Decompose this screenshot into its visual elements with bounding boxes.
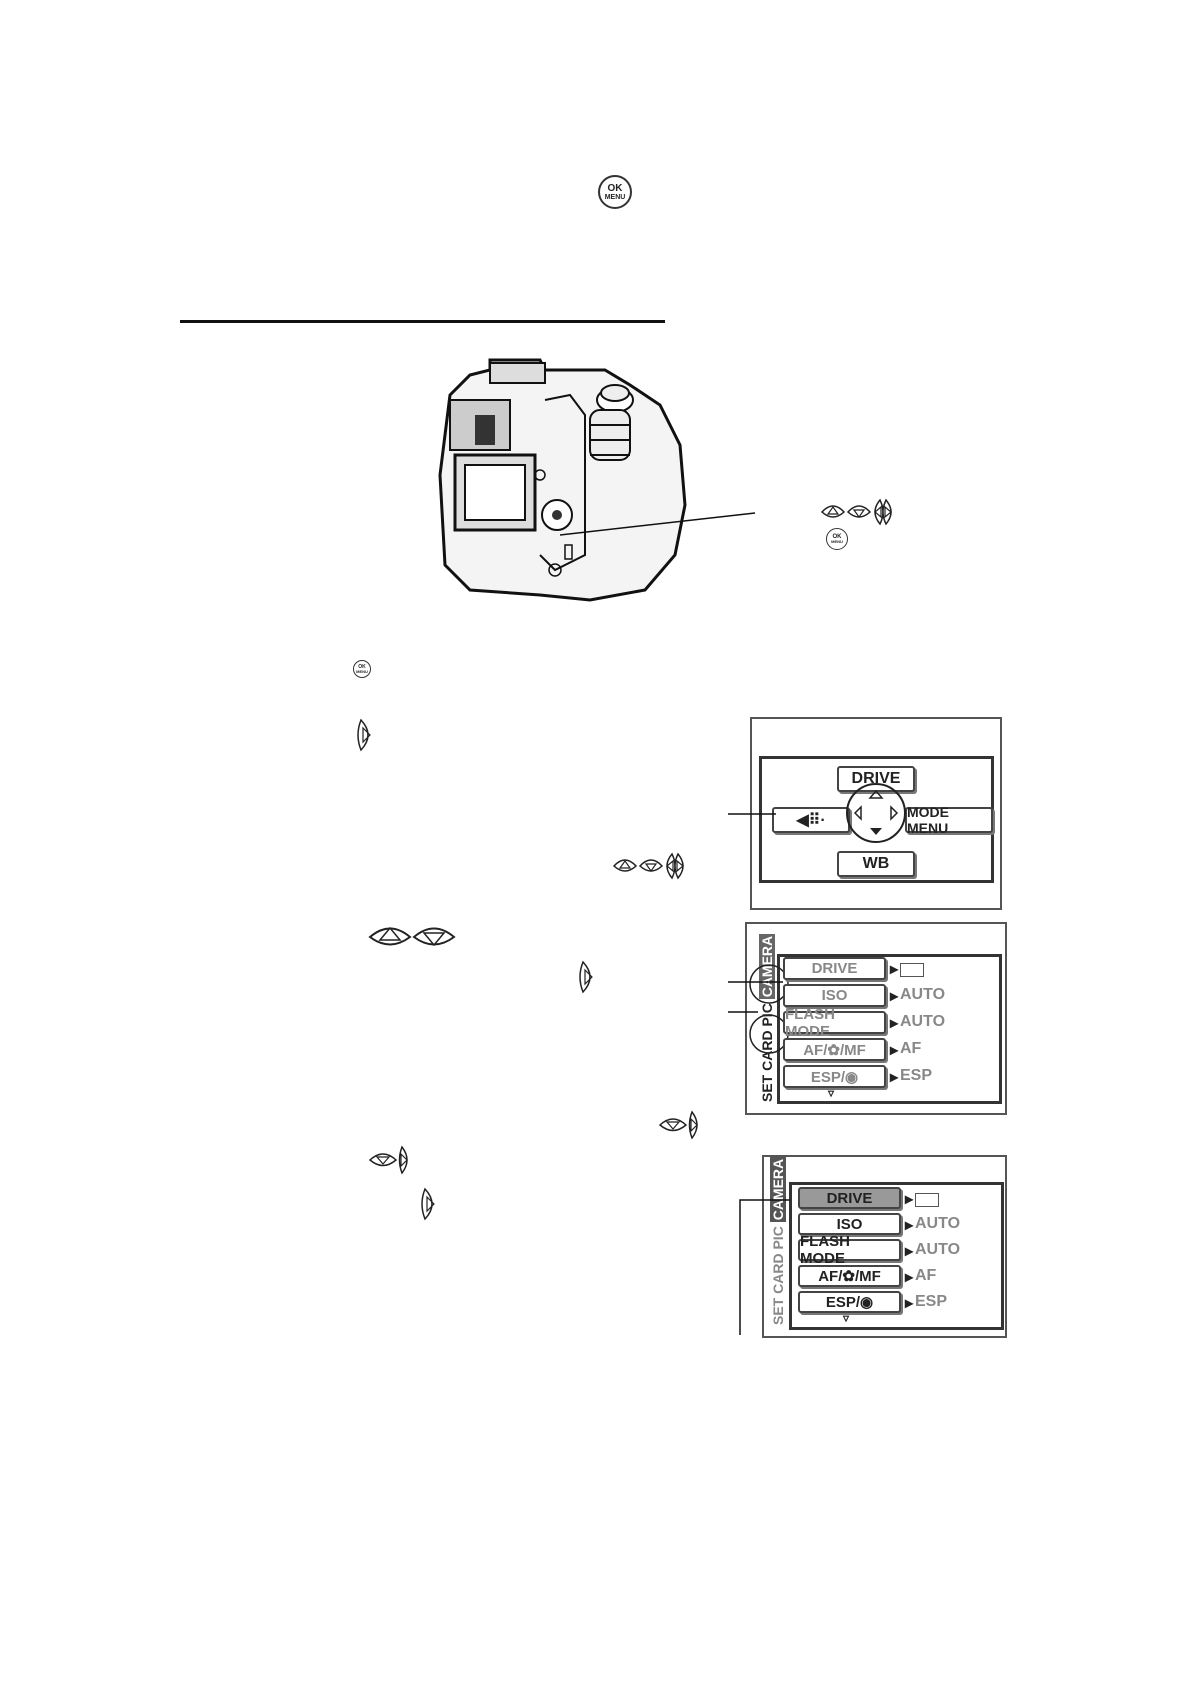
value-arrow-icon: ▸ <box>890 1042 899 1059</box>
menu-item-0[interactable]: DRIVE <box>798 1187 901 1209</box>
menu-value-1: AUTO <box>900 986 946 1003</box>
menu-item-4[interactable]: ESP/◉ <box>783 1065 886 1088</box>
menu-value-1: AUTO <box>915 1215 961 1232</box>
menu-value-4: ESP <box>915 1293 948 1310</box>
single-frame-icon <box>915 1193 939 1207</box>
menu-item-2[interactable]: FLASH MODE <box>783 1006 886 1040</box>
value-arrow-icon: ▸ <box>905 1217 914 1234</box>
single-frame-icon <box>900 963 924 977</box>
menu-item-2[interactable]: FLASH MODE <box>798 1233 901 1267</box>
camera-illustration <box>438 358 687 602</box>
menu-item-0[interactable]: DRIVE <box>783 957 886 980</box>
main-menu-screen: DRIVE ◀⠿· MODE MENU WB <box>750 717 1002 910</box>
menu-item-3[interactable]: AF/✿/MF <box>783 1038 886 1061</box>
section-rule <box>180 320 665 323</box>
value-arrow-icon: ▸ <box>890 988 899 1005</box>
value-arrow-icon: ▸ <box>905 1269 914 1286</box>
mode-menu-frame <box>789 1182 1004 1330</box>
menu-value-3: AF <box>915 1267 937 1284</box>
up-down-arrow-icon <box>368 926 456 947</box>
value-arrow-icon: ▸ <box>905 1191 914 1208</box>
value-arrow-icon: ▸ <box>905 1295 914 1312</box>
menu-item-1[interactable]: ISO <box>798 1213 901 1235</box>
menu-item-4[interactable]: ESP/◉ <box>798 1291 901 1313</box>
scroll-down-icon: ▿ <box>828 1086 835 1100</box>
right-arrow-icon <box>357 718 371 752</box>
main-menu-wb[interactable]: WB <box>837 851 915 877</box>
down-right-arrow-icon <box>368 1145 408 1175</box>
menu-value-4: ESP <box>900 1067 933 1084</box>
down-right-arrow-icon <box>658 1110 698 1140</box>
value-arrow-icon: ▸ <box>905 1243 914 1260</box>
value-arrow-icon: ▸ <box>890 961 899 978</box>
ok-menu-small-icon: OK MENU <box>826 528 848 550</box>
main-menu-frame: DRIVE ◀⠿· MODE MENU WB <box>759 756 994 883</box>
value-arrow-icon: ▸ <box>890 1015 899 1032</box>
callout-lines <box>728 981 783 1013</box>
direction-pad-icon <box>846 783 906 843</box>
right-arrow-icon <box>579 960 593 994</box>
ok-menu-icon: OK MENU <box>598 175 632 209</box>
main-menu-left[interactable]: ◀⠿· <box>772 807 850 833</box>
scroll-down-icon: ▿ <box>843 1311 850 1325</box>
menu-value-3: AF <box>900 1040 922 1057</box>
menu-value-2: AUTO <box>900 1013 946 1030</box>
arrow-pad-step-icon <box>612 852 684 880</box>
callout-line <box>739 1199 790 1335</box>
menu-item-3[interactable]: AF/✿/MF <box>798 1265 901 1287</box>
callout-line <box>560 512 756 536</box>
value-arrow-icon: ▸ <box>890 1069 899 1086</box>
menu-item-1[interactable]: ISO <box>783 984 886 1007</box>
ok-menu-step-icon: OK MENU <box>353 660 371 678</box>
callout-line <box>728 813 776 815</box>
ok-label: OK <box>607 182 623 194</box>
arrow-pad-icon <box>820 498 892 526</box>
main-menu-mode-menu[interactable]: MODE MENU <box>905 804 993 836</box>
menu-value-2: AUTO <box>915 1241 961 1258</box>
mode-menu-frame <box>777 954 1002 1104</box>
menu-label: MENU <box>604 193 626 201</box>
right-arrow-icon <box>421 1187 435 1221</box>
